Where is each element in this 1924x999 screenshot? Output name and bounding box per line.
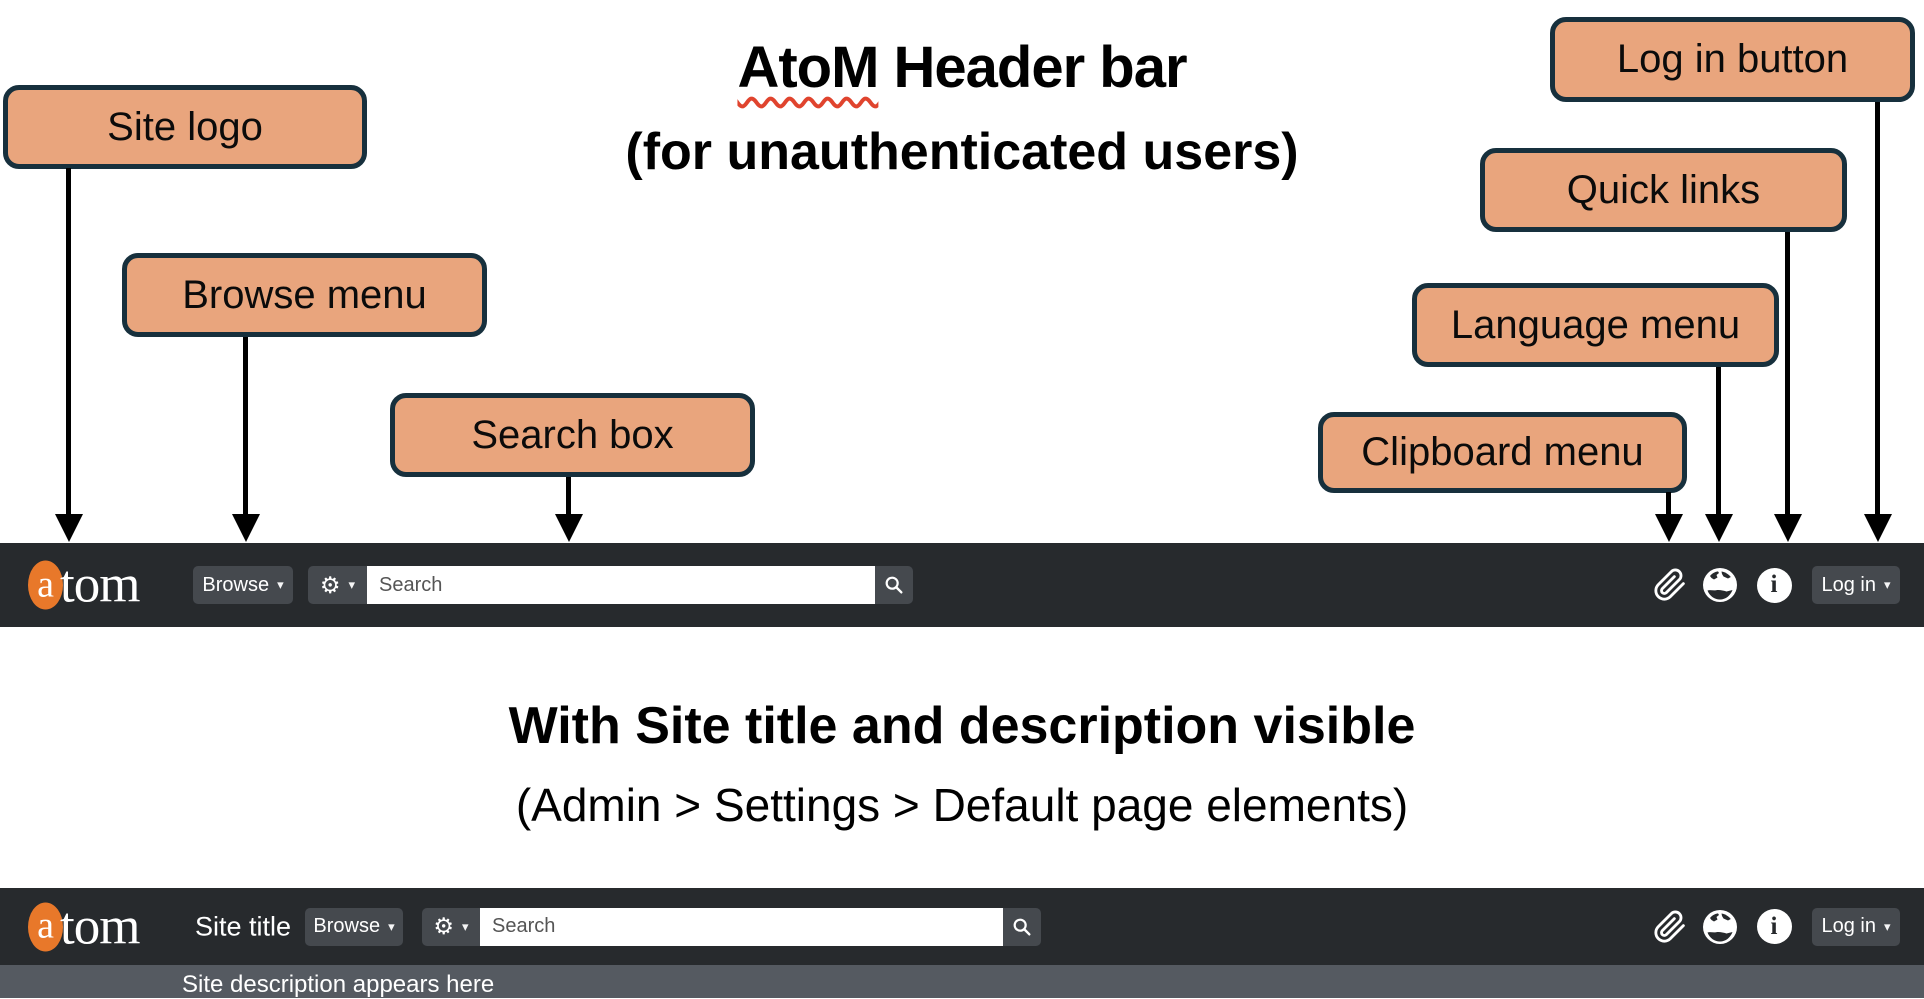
site-logo[interactable]: a tom (28, 555, 140, 614)
info-icon: i (1756, 909, 1792, 944)
browse-menu-button[interactable]: Browse ▾ (305, 907, 403, 946)
chevron-down-icon: ▾ (462, 918, 469, 934)
callout-search-box: Search box (390, 393, 755, 477)
section1-subtitle: (for unauthenticated users) (625, 123, 1299, 181)
search-box: ⚙ ▾ (422, 907, 1041, 946)
paperclip-icon (1654, 568, 1685, 601)
info-icon: i (1756, 567, 1792, 603)
search-options-button[interactable]: ⚙ ▾ (308, 566, 367, 604)
search-submit-button[interactable] (875, 566, 913, 604)
atom-logo-a-badge: a (28, 902, 63, 951)
title-word-atom: AtoM (737, 35, 879, 100)
browse-label: Browse (202, 573, 270, 596)
site-title-text: Site title (195, 911, 292, 941)
callout-site-logo: Site logo (3, 85, 367, 169)
quick-links-button[interactable]: i (1756, 908, 1792, 946)
search-submit-button[interactable] (1003, 907, 1041, 946)
atom-logo-text: tom (60, 897, 140, 955)
login-label: Log in (1821, 915, 1876, 937)
search-box: ⚙ ▾ (308, 566, 913, 604)
search-icon (1013, 918, 1031, 936)
arrow-language-menu (1716, 367, 1721, 514)
arrow-browse-menu (243, 337, 248, 514)
chevron-down-icon: ▾ (348, 577, 356, 592)
globe-icon (1703, 568, 1737, 602)
callout-quick-links: Quick links (1480, 148, 1847, 232)
search-icon (885, 576, 903, 594)
chevron-down-icon: ▾ (1883, 918, 1891, 934)
browse-label: Browse (313, 915, 381, 937)
login-button[interactable]: Log in ▾ (1812, 907, 1900, 946)
site-logo[interactable]: a tom (28, 897, 140, 955)
callout-login-button: Log in button (1550, 17, 1915, 102)
arrow-site-logo (66, 168, 71, 514)
arrow-search-box (566, 477, 571, 514)
arrow-quick-links (1785, 232, 1790, 514)
language-menu-button[interactable] (1702, 908, 1738, 946)
chevron-down-icon: ▾ (388, 918, 395, 934)
arrow-clipboard-menu (1666, 492, 1671, 514)
section2-subtitle: (Admin > Settings > Default page element… (515, 779, 1409, 831)
chevron-down-icon: ▾ (1883, 577, 1891, 592)
atom-logo-text: tom (60, 555, 140, 614)
language-menu-button[interactable] (1702, 566, 1738, 604)
search-input[interactable] (480, 907, 1003, 946)
header-bar-with-site-title: a tom Site title Browse ▾ ⚙ ▾ (0, 888, 1924, 965)
paperclip-icon (1654, 910, 1685, 943)
login-label: Log in (1821, 573, 1876, 596)
browse-menu-button[interactable]: Browse ▾ (193, 566, 293, 604)
atom-logo-a-badge: a (28, 560, 63, 610)
quick-links-button[interactable]: i (1756, 566, 1792, 604)
callout-browse-menu: Browse menu (122, 253, 487, 337)
search-input[interactable] (367, 566, 875, 604)
chevron-down-icon: ▾ (277, 577, 284, 592)
site-description-text: Site description appears here (182, 971, 495, 998)
site-description-bar: Site description appears here (0, 965, 1924, 998)
clipboard-menu-button[interactable] (1652, 566, 1688, 604)
title-rest: Header bar (878, 35, 1188, 100)
search-options-button[interactable]: ⚙ ▾ (422, 907, 480, 946)
globe-icon (1703, 909, 1737, 944)
gear-icon: ⚙ (433, 913, 455, 939)
callout-clipboard-menu: Clipboard menu (1318, 412, 1687, 493)
header-bar-unauthenticated: a tom Browse ▾ ⚙ ▾ i (0, 543, 1924, 627)
arrow-login-button (1875, 102, 1880, 514)
section1-title: AtoM Header bar (0, 34, 1924, 101)
clipboard-menu-button[interactable] (1652, 908, 1688, 946)
gear-icon: ⚙ (319, 571, 341, 598)
login-button[interactable]: Log in ▾ (1812, 566, 1900, 604)
section2-title: With Site title and description visible (508, 697, 1416, 755)
callout-language-menu: Language menu (1412, 283, 1779, 367)
